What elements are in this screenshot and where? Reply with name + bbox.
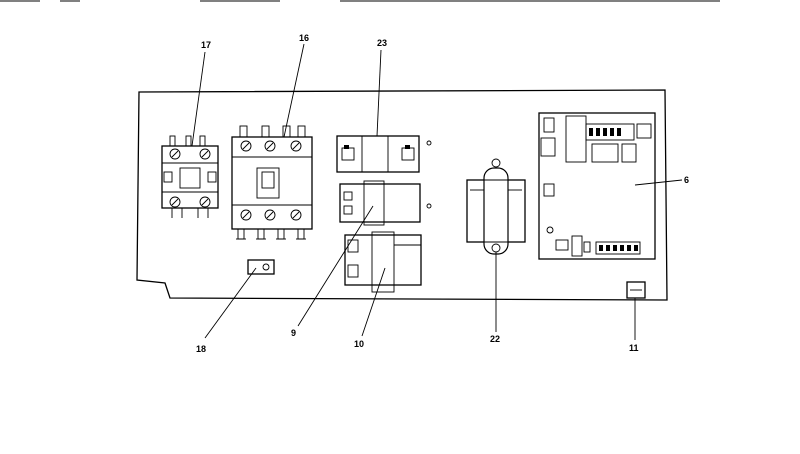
part-labels: 17 16 23 6 9 10 18 22 11: [196, 33, 689, 354]
clip-18: [247, 259, 275, 275]
label-9: 9: [291, 328, 296, 338]
contactor-16: [231, 125, 313, 240]
label-16: 16: [299, 33, 309, 43]
label-23: 23: [377, 38, 387, 48]
label-22: 22: [490, 334, 500, 344]
label-10: 10: [354, 339, 364, 349]
control-panel-board: [136, 89, 668, 301]
leader-lines: [191, 43, 683, 340]
circuit-board-6: [538, 112, 656, 260]
label-17: 17: [201, 40, 211, 50]
relay-23: [336, 135, 432, 173]
label-6: 6: [684, 175, 689, 185]
terminal-11: [626, 281, 646, 299]
label-18: 18: [196, 344, 206, 354]
label-11: 11: [629, 343, 639, 353]
relay-9: [339, 180, 432, 226]
relay-10: [344, 231, 422, 293]
transformer-22: [466, 158, 526, 255]
contactor-17: [161, 135, 219, 218]
